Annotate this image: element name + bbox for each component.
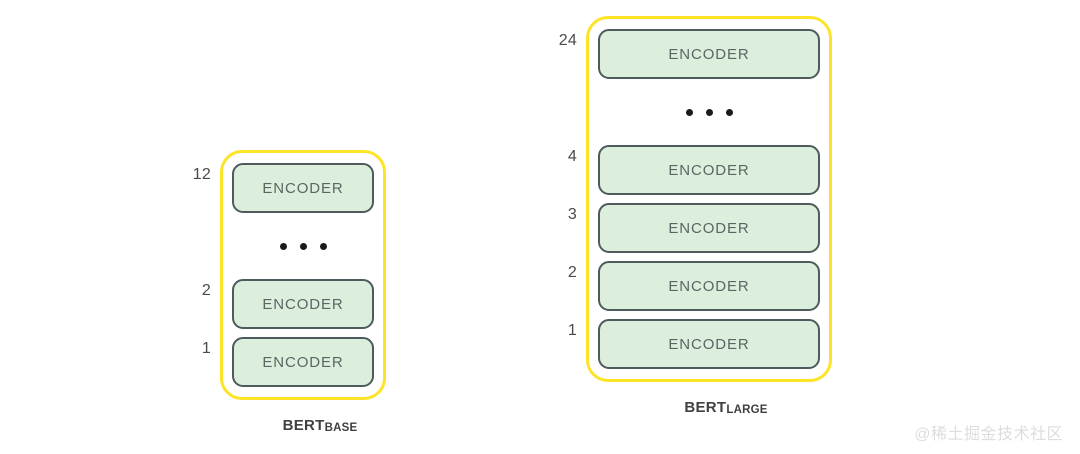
encoder-block[interactable]: ENCODER — [232, 337, 374, 387]
ellipsis-dot — [319, 242, 327, 250]
model-caption-large: BERTLARGE — [552, 399, 866, 416]
ellipsis-row — [598, 87, 820, 137]
encoder-block[interactable]: ENCODER — [232, 279, 374, 329]
encoder-block[interactable]: ENCODER — [598, 261, 820, 311]
layer-number: 24 — [558, 32, 577, 49]
encoder-block[interactable]: ENCODER — [598, 203, 820, 253]
layer-number: 1 — [567, 322, 577, 339]
ellipsis-dot — [685, 108, 693, 116]
layer-number-gutter-base: 12 2 1 — [186, 150, 220, 374]
layer-number: 3 — [567, 206, 577, 223]
caption-subscript-text: LARGE — [726, 404, 768, 416]
ellipsis-dot — [705, 108, 713, 116]
model-group-bert-large: 24 4 3 2 1 ENCODER — [552, 16, 832, 416]
layer-number — [186, 208, 211, 258]
ellipsis-dot — [279, 242, 287, 250]
caption-main-text: BERT — [684, 399, 727, 416]
layer-number: 2 — [201, 282, 211, 299]
layer-number: 2 — [567, 264, 577, 281]
model-caption-base: BERTBASE — [186, 417, 420, 434]
encoder-block[interactable]: ENCODER — [598, 145, 820, 195]
encoder-block[interactable]: ENCODER — [598, 29, 820, 79]
encoder-stack-container-large: ENCODER ENCODER ENCODER ENCODER ENCODER — [586, 16, 832, 382]
ellipsis-dot — [299, 242, 307, 250]
ellipsis-row — [232, 221, 374, 271]
layer-number-gutter-large: 24 4 3 2 1 — [552, 16, 586, 356]
layer-number — [552, 74, 577, 124]
caption-subscript-text: BASE — [324, 422, 358, 434]
ellipsis-dot — [725, 108, 733, 116]
caption-main-text: BERT — [282, 417, 325, 434]
layer-number: 4 — [567, 148, 577, 165]
encoder-stack-container-base: ENCODER ENCODER ENCODER — [220, 150, 386, 400]
encoder-block[interactable]: ENCODER — [598, 319, 820, 369]
model-group-bert-base: 12 2 1 ENCODER ENCODER ENCODER — [186, 150, 386, 434]
stack-row-base: 12 2 1 ENCODER ENCODER ENCODER — [186, 150, 386, 400]
stack-row-large: 24 4 3 2 1 ENCODER — [552, 16, 832, 382]
layer-number: 12 — [192, 166, 211, 183]
layer-number: 1 — [201, 340, 211, 357]
encoder-block[interactable]: ENCODER — [232, 163, 374, 213]
watermark-text: @稀土掘金技术社区 — [914, 426, 1063, 443]
